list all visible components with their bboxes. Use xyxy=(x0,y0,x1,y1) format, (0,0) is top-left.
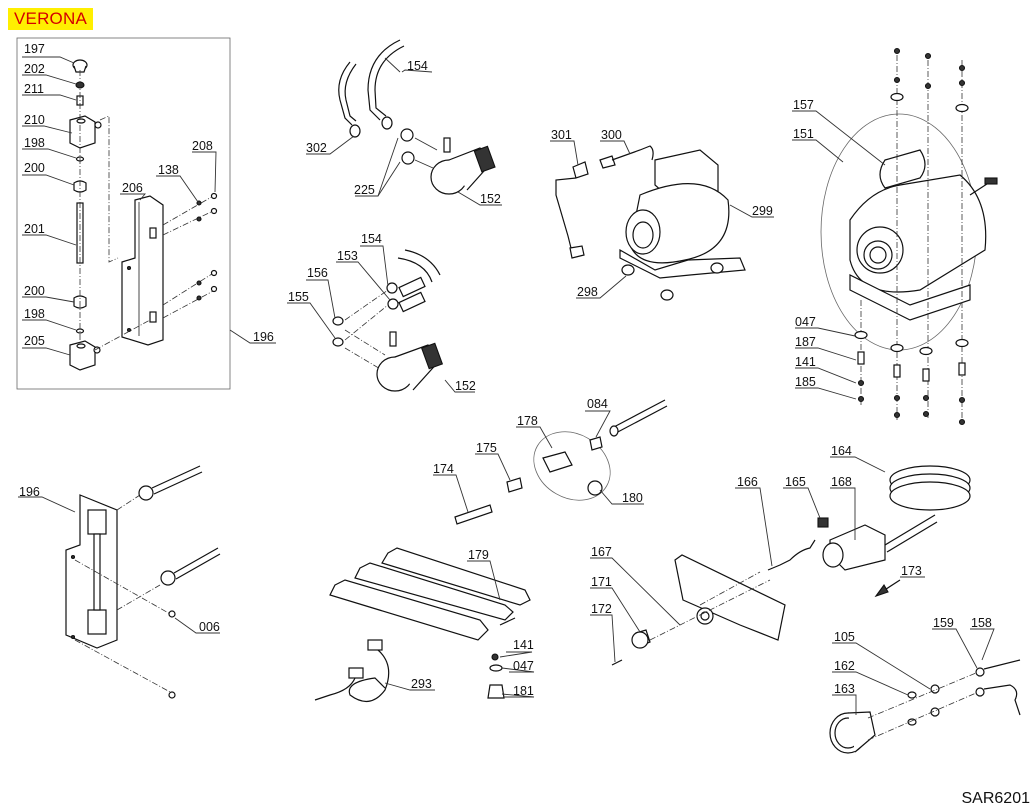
part-label-298: 298 xyxy=(577,285,598,299)
group-196-frame xyxy=(16,37,231,390)
fitting-084 xyxy=(589,436,603,451)
wand-assembly xyxy=(611,465,971,666)
part-label-202: 202 xyxy=(24,62,45,76)
part-label-172: 172 xyxy=(591,602,612,616)
part-label-084: 084 xyxy=(587,397,608,411)
leader-lines xyxy=(18,56,995,715)
pump-head-152-top xyxy=(414,137,496,195)
body-205 xyxy=(69,340,96,371)
part-label-152-top: 152 xyxy=(480,192,501,206)
part-label-206: 206 xyxy=(122,181,143,195)
part-label-162: 162 xyxy=(834,659,855,673)
part-label-205: 205 xyxy=(24,334,45,348)
heater-179 xyxy=(314,547,531,702)
part-label-151: 151 xyxy=(793,127,814,141)
part-label-200-bottom: 200 xyxy=(24,284,45,298)
part-label-173: 173 xyxy=(901,564,922,578)
part-label-178: 178 xyxy=(517,414,538,428)
motor-299 xyxy=(555,145,746,301)
tube-174 xyxy=(454,504,493,525)
part-label-155: 155 xyxy=(288,290,309,304)
part-label-159: 159 xyxy=(933,616,954,630)
part-label-141-top: 141 xyxy=(795,355,816,369)
pump-motor-151 xyxy=(820,47,998,426)
part-label-154-mid: 154 xyxy=(361,232,382,246)
part-label-198-bottom: 198 xyxy=(24,307,45,321)
nut-200 xyxy=(73,180,87,193)
drawing-code: SAR6201 xyxy=(961,790,1031,807)
solenoid-column xyxy=(69,59,119,371)
part-label-187: 187 xyxy=(795,335,816,349)
part-label-197: 197 xyxy=(24,42,45,56)
nut-180 xyxy=(587,480,603,496)
part-label-200-top: 200 xyxy=(24,161,45,175)
part-label-047-top: 047 xyxy=(795,315,816,329)
part-label-152-mid: 152 xyxy=(455,379,476,393)
part-label-154-top: 154 xyxy=(407,59,428,73)
part-label-210: 210 xyxy=(24,113,45,127)
part-label-163: 163 xyxy=(834,682,855,696)
part-label-141-bottom: 141 xyxy=(513,638,534,652)
part-label-138: 138 xyxy=(158,163,179,177)
part-label-006: 006 xyxy=(199,620,220,634)
part-label-196-bottom: 196 xyxy=(19,485,40,499)
fitting-225-a xyxy=(400,128,414,142)
part-label-299: 299 xyxy=(752,204,773,218)
bracket-206 xyxy=(94,192,218,351)
pump-head-152-mid xyxy=(332,249,444,392)
part-label-175: 175 xyxy=(476,441,497,455)
part-label-166: 166 xyxy=(737,475,758,489)
fitting-225-b xyxy=(401,151,415,165)
part-label-157: 157 xyxy=(793,98,814,112)
gauge-163 xyxy=(829,659,1021,754)
panel-bracket xyxy=(674,554,786,641)
part-label-196-top: 196 xyxy=(253,330,274,344)
part-label-185: 185 xyxy=(795,375,816,389)
part-label-180: 180 xyxy=(622,491,643,505)
sight-glass-196 xyxy=(65,465,221,699)
part-label-165: 165 xyxy=(785,475,806,489)
part-label-105: 105 xyxy=(834,630,855,644)
part-label-301: 301 xyxy=(551,128,572,142)
part-label-293: 293 xyxy=(411,677,432,691)
part-label-225: 225 xyxy=(354,183,375,197)
part-label-153: 153 xyxy=(337,249,358,263)
part-label-302: 302 xyxy=(306,141,327,155)
part-label-158: 158 xyxy=(971,616,992,630)
part-label-181: 181 xyxy=(513,684,534,698)
part-label-198-top: 198 xyxy=(24,136,45,150)
part-label-179: 179 xyxy=(468,548,489,562)
fittings-group xyxy=(454,399,668,525)
hoses-top xyxy=(338,39,415,165)
part-label-164: 164 xyxy=(831,444,852,458)
part-label-156: 156 xyxy=(307,266,328,280)
part-label-171: 171 xyxy=(591,575,612,589)
part-label-047-bottom: 047 xyxy=(513,659,534,673)
part-label-208: 208 xyxy=(192,139,213,153)
fitting-175 xyxy=(506,477,523,493)
part-label-300: 300 xyxy=(601,128,622,142)
part-label-174: 174 xyxy=(433,462,454,476)
part-label-168: 168 xyxy=(831,475,852,489)
part-label-211: 211 xyxy=(24,82,44,96)
group-178-ellipse xyxy=(533,431,611,501)
part-label-167: 167 xyxy=(591,545,612,559)
model-badge: VERONA xyxy=(8,8,93,30)
coil-210 xyxy=(69,115,96,149)
part-label-201: 201 xyxy=(24,222,45,236)
